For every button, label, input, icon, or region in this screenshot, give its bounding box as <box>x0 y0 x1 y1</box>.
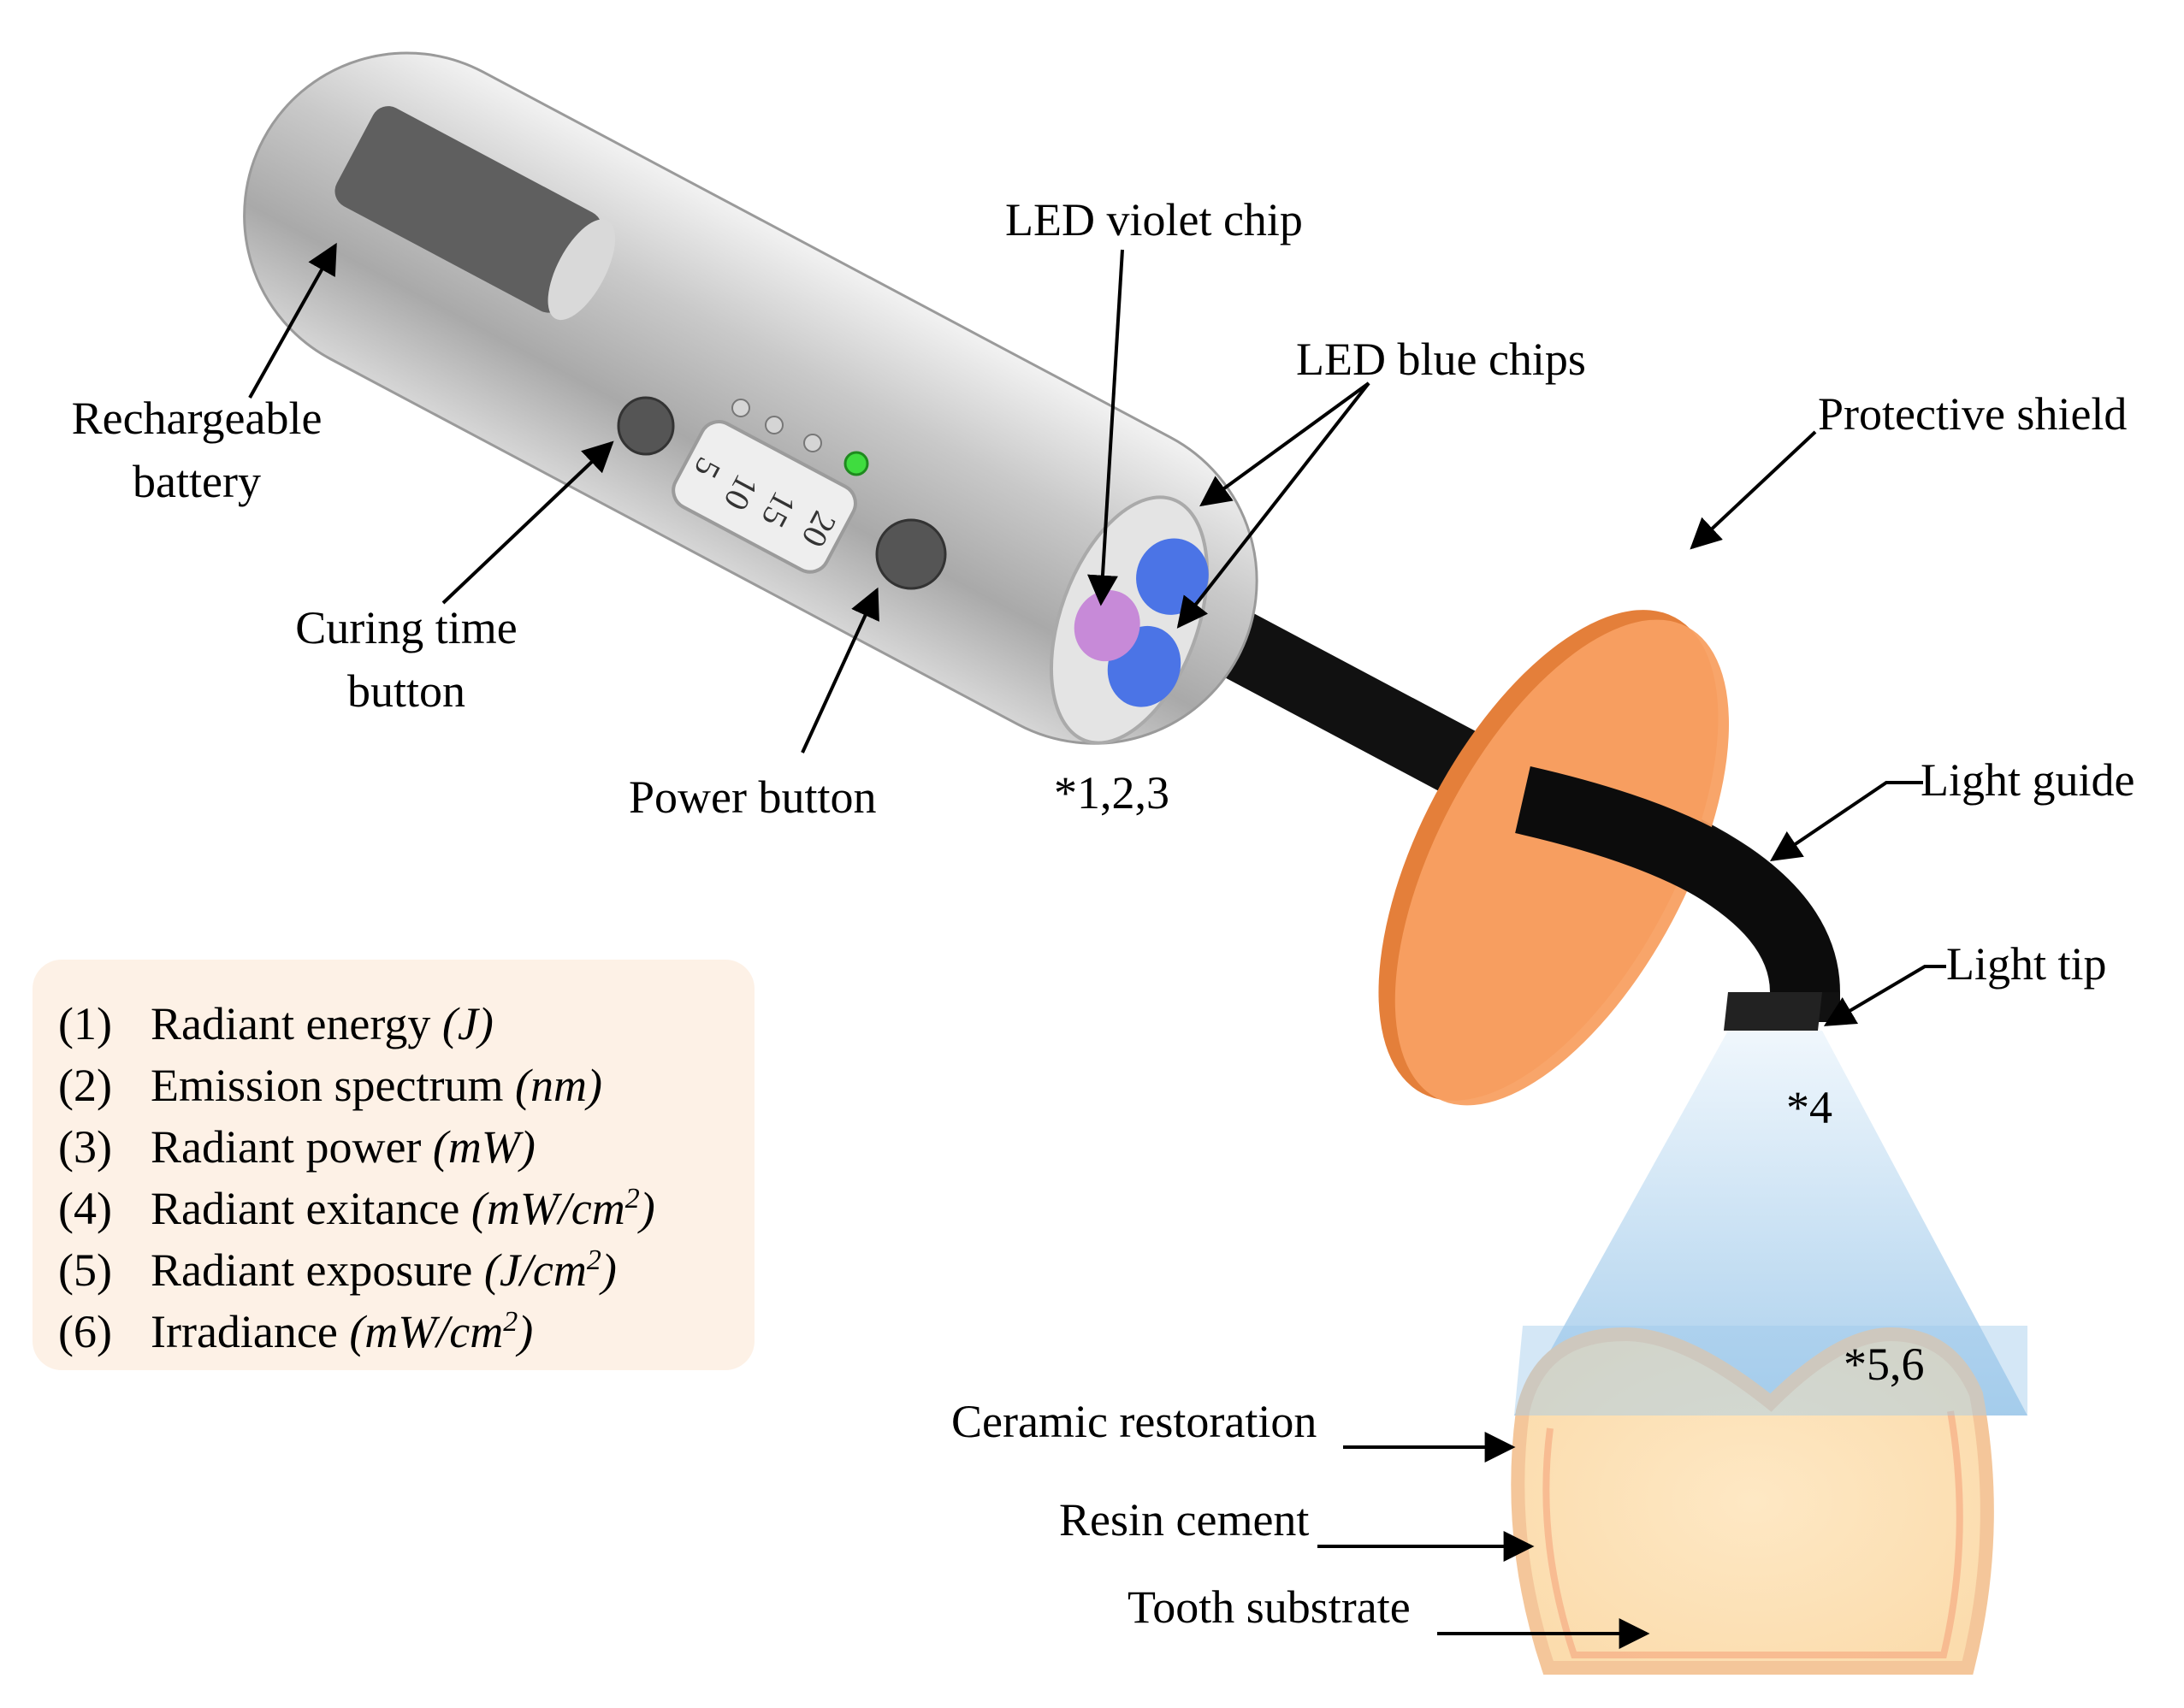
legend-unit: (mW/cm2) <box>471 1183 655 1234</box>
label-ref-4: *4 <box>1786 1082 1832 1133</box>
legend-unit-end: ) <box>601 1244 617 1296</box>
label-ceramic-restoration: Ceramic restoration <box>951 1396 1317 1447</box>
legend-name: Radiant exitance <box>151 1183 471 1234</box>
arrow-battery <box>248 242 337 399</box>
legend-num: (2) <box>58 1060 112 1111</box>
light-tip <box>1724 992 1822 1031</box>
label-protective-shield: Protective shield <box>1818 388 2128 440</box>
legend-unit: (nm) <box>515 1060 602 1111</box>
indicator-led-green <box>843 451 869 476</box>
legend-row-6: (6) Irradiance (mW/cm2) <box>58 1291 533 1362</box>
arrow-shield <box>1690 430 1817 550</box>
label-curing-line1: Curing time <box>295 602 518 653</box>
legend-unit-end: ) <box>518 1306 534 1357</box>
legend-unit-sup: 2 <box>586 1244 601 1276</box>
indicator-dot-2 <box>765 416 784 434</box>
legend-unit-text: (mW/cm <box>349 1306 504 1357</box>
legend-unit: (mW/cm2) <box>349 1306 533 1357</box>
legend-row-1: (1) Radiant energy (J) <box>58 984 494 1055</box>
curing-time-button <box>617 396 675 456</box>
protective-shield <box>1378 610 1730 1106</box>
arrow-violet <box>1086 249 1124 606</box>
handpiece-body <box>243 51 1258 745</box>
resin-cement-layer <box>1542 1410 1963 1658</box>
label-battery-line2: battery <box>133 456 261 507</box>
legend-unit-text: (J/cm <box>483 1244 587 1296</box>
arrow-power <box>801 587 879 754</box>
legend-row-4: (4) Radiant exitance (mW/cm2) <box>58 1168 655 1239</box>
legend-unit-text: (mW/cm <box>471 1183 625 1234</box>
legend-num: (5) <box>58 1244 112 1296</box>
legend-unit-text: (mW) <box>432 1121 536 1173</box>
label-light-tip: Light tip <box>1946 938 2107 990</box>
light-beam-overlay <box>1514 1326 2027 1415</box>
label-ref-1-2-3: *1,2,3 <box>1054 767 1169 819</box>
legend-unit-text: (J) <box>441 998 494 1049</box>
legend-num: (3) <box>58 1121 112 1173</box>
legend-name: Radiant exposure <box>151 1244 484 1296</box>
indicator-dot-3 <box>803 434 822 452</box>
power-button <box>875 518 947 590</box>
legend-row-3: (3) Radiant power (mW) <box>58 1107 536 1178</box>
legend-unit: (J) <box>442 998 494 1049</box>
control-panel <box>672 420 857 574</box>
legend-row-2: (2) Emission spectrum (nm) <box>58 1045 602 1116</box>
legend-unit-sup: 2 <box>503 1306 518 1338</box>
legend-name: Radiant power <box>151 1121 433 1173</box>
arrow-light-guide <box>1770 781 1923 862</box>
arrow-light-tip <box>1823 965 1946 1026</box>
legend-num: (1) <box>58 998 112 1049</box>
label-rechargeable-battery: Rechargeable battery <box>51 387 342 513</box>
legend-num: (6) <box>58 1306 112 1357</box>
label-curing-line2: button <box>346 665 465 717</box>
legend-name: Radiant energy <box>151 998 442 1049</box>
legend-name: Irradiance <box>151 1306 350 1357</box>
legend-num: (4) <box>58 1183 112 1234</box>
legend-unit: (mW) <box>433 1121 536 1173</box>
arrow-blue-1 <box>1199 381 1370 507</box>
label-curing-time-button: Curing time button <box>269 596 543 723</box>
arrow-curing-time <box>441 440 614 605</box>
label-tooth-substrate: Tooth substrate <box>1128 1581 1411 1633</box>
tooth-substrate <box>1511 1327 1994 1675</box>
legend-box: (1) Radiant energy (J) (2) Emission spectr… <box>33 960 755 1370</box>
legend-unit-text: (nm) <box>514 1060 602 1111</box>
legend-unit-sup: 2 <box>624 1183 640 1215</box>
indicator-dot-1 <box>731 399 750 417</box>
legend-name: Emission spectrum <box>151 1060 515 1111</box>
legend-unit-end: ) <box>639 1183 655 1234</box>
arrow-blue-2 <box>1176 381 1370 629</box>
label-battery-line1: Rechargeable <box>71 393 323 444</box>
label-power-button: Power button <box>629 771 877 823</box>
label-light-guide: Light guide <box>1921 754 2135 806</box>
legend-row-5: (5) Radiant exposure (J/cm2) <box>58 1230 617 1301</box>
light-beam <box>1514 1031 2027 1415</box>
label-led-blue-chips: LED blue chips <box>1296 334 1586 385</box>
light-guide-front <box>1515 765 1839 994</box>
legend-unit: (J/cm2) <box>484 1244 617 1296</box>
label-ref-5-6: *5,6 <box>1844 1339 1925 1390</box>
label-led-violet-chip: LED violet chip <box>1005 194 1303 245</box>
label-resin-cement: Resin cement <box>1059 1494 1310 1545</box>
